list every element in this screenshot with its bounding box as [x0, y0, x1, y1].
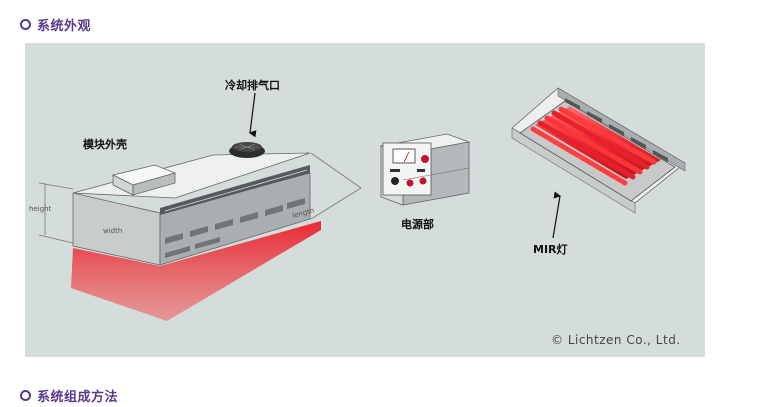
- copyright-text: © Lichtzen Co., Ltd.: [551, 333, 681, 347]
- meter-display: [392, 148, 416, 164]
- cooling-exhaust-pointer: [248, 92, 257, 138]
- section-header-appearance: 系统外观: [20, 15, 91, 34]
- mir-lamp-label: MIR灯: [533, 242, 568, 256]
- system-appearance-diagram: height width length 冷却排气口 模块外壳 电源部: [25, 43, 705, 357]
- section-header-composition: 系统组成方法: [20, 386, 118, 405]
- mir-lamp: [511, 87, 686, 214]
- circle-bullet-icon: [20, 390, 31, 401]
- height-label: height: [29, 205, 52, 213]
- cooling-exhaust-label: 冷却排气口: [225, 78, 280, 92]
- section-title: 系统组成方法: [37, 390, 119, 405]
- power-supply-label: 电源部: [401, 217, 434, 231]
- mir-lamp-pointer: [552, 191, 562, 239]
- heater-module: height width length: [29, 142, 362, 321]
- lamp-tube: [530, 126, 628, 186]
- heat-glow: [71, 221, 321, 321]
- housing-label: 模块外壳: [83, 137, 127, 151]
- length-dimension-line: [310, 152, 362, 189]
- circle-bullet-icon: [20, 19, 31, 30]
- power-supply-unit: [379, 133, 471, 206]
- section-title: 系统外观: [37, 19, 92, 34]
- knob-icon: [421, 155, 429, 163]
- width-label: width: [103, 227, 122, 235]
